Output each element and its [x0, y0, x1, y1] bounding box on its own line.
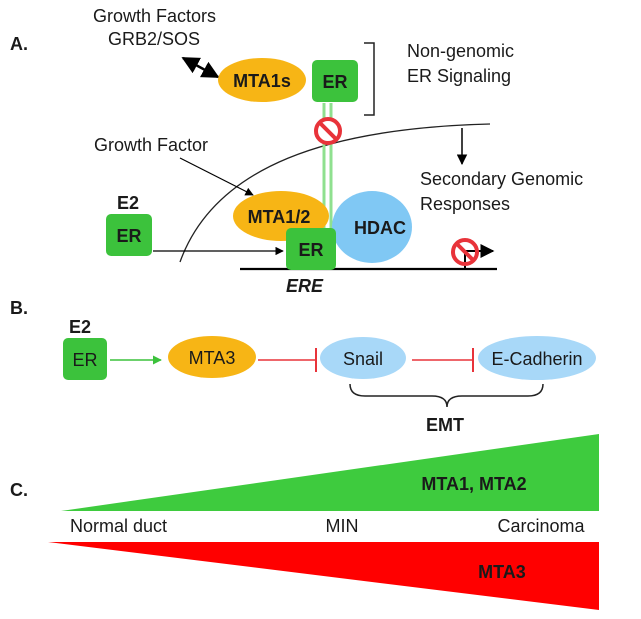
- hdac-label: HDAC: [354, 218, 406, 238]
- normal-duct-label: Normal duct: [70, 516, 167, 536]
- emt-brace: [349, 383, 544, 408]
- e2-label-b: E2: [69, 317, 91, 337]
- panel-b-label: B.: [10, 298, 28, 318]
- panel-a-label: A.: [10, 34, 28, 54]
- er-dna-label: ER: [298, 240, 323, 260]
- snail-label: Snail: [343, 349, 383, 369]
- er-b-box: [63, 338, 107, 380]
- grb2-sos-label: GRB2/SOS: [108, 29, 200, 49]
- panel-c-label: C.: [10, 480, 28, 500]
- mta12-label: MTA1/2: [248, 207, 311, 227]
- carcinoma-label: Carcinoma: [497, 516, 585, 536]
- grb2-mta1s-arrow: [181, 56, 220, 79]
- block-transcription-icon: [451, 238, 479, 266]
- snail-ellipse: [320, 337, 406, 379]
- ere-label: ERE: [286, 276, 324, 296]
- er-b-label: ER: [72, 350, 97, 370]
- mta3-inhibits-snail: [258, 348, 317, 372]
- block-translocation-icon: [314, 117, 342, 145]
- nuclear-membrane: [179, 123, 491, 263]
- er-dna-box: [286, 228, 336, 270]
- mta1s-label: MTA1s: [233, 71, 291, 91]
- ecadherin-ellipse: [478, 336, 596, 380]
- growth-factor-arrow: [179, 157, 254, 196]
- growth-factors-label: Growth Factors: [93, 6, 216, 26]
- emt-label: EMT: [426, 415, 464, 435]
- red-wedge-label: MTA3: [478, 562, 526, 582]
- min-label: MIN: [326, 516, 359, 536]
- er-top-box: [312, 60, 358, 102]
- red-wedge: [48, 542, 599, 610]
- nongenomic-line2: ER Signaling: [407, 66, 511, 86]
- ecadherin-label: E-Cadherin: [491, 349, 582, 369]
- mta3-ellipse: [168, 336, 256, 378]
- growth-factor-label: Growth Factor: [94, 135, 208, 155]
- e2-label-a: E2: [117, 193, 139, 213]
- secondary-line1: Secondary Genomic: [420, 169, 583, 189]
- nongenomic-line1: Non-genomic: [407, 41, 514, 61]
- green-wedge-label: MTA1, MTA2: [421, 474, 526, 494]
- mta3-b-label: MTA3: [189, 348, 236, 368]
- mta1s-ellipse: [218, 58, 306, 102]
- snail-inhibits-ecadherin: [412, 348, 474, 372]
- secondary-line2: Responses: [420, 194, 510, 214]
- er-top-label: ER: [322, 72, 347, 92]
- er-left-label: ER: [116, 226, 141, 246]
- hdac-ellipse: [332, 191, 412, 263]
- nongenomic-bracket: [364, 42, 375, 116]
- green-wedge: [61, 434, 599, 511]
- er-left-box: [106, 214, 152, 256]
